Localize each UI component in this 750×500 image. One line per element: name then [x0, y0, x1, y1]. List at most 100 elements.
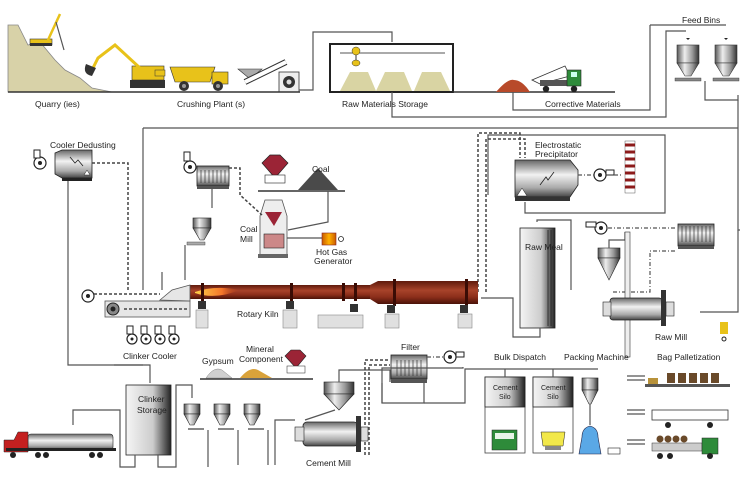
- flow-bins-down: [737, 100, 740, 231]
- coal-system: Coal Coal Mill Hot Gas Generator: [161, 151, 352, 290]
- flow-to-dispatch: [424, 368, 598, 404]
- flow-storage-to-bins: [391, 30, 686, 118]
- gypsum-pile: [205, 368, 233, 379]
- material-hook-icon: [720, 322, 728, 342]
- label-clinker-cooler: Clinker Cooler: [123, 351, 177, 361]
- excavator-icon: [84, 43, 166, 88]
- bulk-tanker-truck-icon: [3, 431, 116, 458]
- label-mineral-2: Component: [239, 354, 284, 364]
- coal-bin-icon: [186, 217, 212, 246]
- flow-to-raw-mill: [700, 230, 739, 313]
- clinker-storage: Clinker Storage: [125, 384, 172, 456]
- label-coal: Coal: [312, 164, 330, 174]
- cyclone-separator-icon: [597, 247, 621, 281]
- mineral-pile: [240, 369, 272, 378]
- coal-pile: [298, 168, 338, 190]
- raw-mill-filter-icon: [677, 223, 715, 249]
- label-corrective-materials: Corrective Materials: [545, 99, 621, 109]
- label-cement-silo-1b: Silo: [499, 394, 511, 401]
- tipper-truck-icon: [531, 65, 582, 93]
- raw-mill-fan-icon: [585, 221, 608, 235]
- cooler-fan-icon: [81, 289, 95, 303]
- packing-machine: [578, 377, 621, 455]
- coal-filter-icon: [196, 165, 230, 189]
- label-cement-silo-1a: Cement: [493, 385, 518, 392]
- label-raw-meal: Raw Meal: [525, 242, 563, 252]
- additive-bin-3: [243, 403, 264, 430]
- pallet-conveyor-2: [627, 409, 729, 428]
- label-clinker-storage-1: Clinker: [138, 394, 165, 404]
- label-coal-mill-2: Mill: [240, 234, 253, 244]
- cement-filter-icon: [390, 354, 428, 383]
- label-bulk-dispatch: Bulk Dispatch: [494, 352, 546, 362]
- additive-bin-1: [183, 403, 204, 430]
- cement-mill-icon: [294, 416, 369, 452]
- stacker-reclaimer-icon: [351, 46, 361, 67]
- stack-chimney-icon: [624, 140, 636, 194]
- label-quarry: Quarry (ies): [35, 99, 80, 109]
- label-hot-gas-1: Hot Gas: [316, 247, 347, 257]
- label-packing-machine: Packing Machine: [564, 352, 629, 362]
- clinker-cooler: Clinker Cooler: [81, 284, 191, 361]
- label-crushing-plant: Crushing Plant (s): [177, 99, 245, 109]
- bucket-elevator: [624, 231, 631, 358]
- cement-silo-2: Cement Silo: [532, 369, 574, 454]
- label-rotary-kiln: Rotary Kiln: [237, 309, 279, 319]
- mineral-hopper-icon: [284, 349, 307, 374]
- kiln-tyres: [201, 283, 293, 301]
- corrective-pile: [496, 79, 530, 92]
- raw-mill-icon: [602, 290, 675, 326]
- fan-icon: [33, 149, 47, 170]
- bulk-truck-green-icon: [491, 429, 518, 451]
- kiln-exhaust-duct: [485, 138, 526, 292]
- kiln-shell-narrow: [190, 285, 370, 299]
- label-cooler-dedusting: Cooler Dedusting: [50, 140, 116, 150]
- corrective-materials: Corrective Materials: [496, 65, 621, 109]
- quarry-section: Quarry (ies) Crushing Plant (s): [7, 13, 300, 109]
- flow-corrective-to-bins: [512, 25, 651, 111]
- coal-fan-icon: [183, 151, 197, 174]
- label-raw-materials-storage: Raw Materials Storage: [342, 99, 428, 109]
- coal-hopper-icon: [261, 154, 289, 184]
- stockpile-3: [414, 72, 450, 91]
- coal-mill-icon: [258, 199, 288, 258]
- label-cement-silo-2a: Cement: [541, 385, 566, 392]
- dedusting-filter-icon: [54, 149, 93, 181]
- label-feed-bins: Feed Bins: [682, 15, 720, 25]
- crusher-conveyor-icon: [237, 59, 300, 93]
- raw-mill-system: Raw Mill: [585, 221, 728, 358]
- label-cement-mill: Cement Mill: [306, 458, 351, 468]
- cement-filter-fan-icon: [443, 350, 465, 364]
- rotary-packer-icon: [578, 425, 602, 455]
- dump-truck-icon: [169, 66, 229, 91]
- esp-fan-icon: [593, 168, 615, 182]
- quarry-rock: [7, 24, 113, 93]
- kiln-flame: [195, 287, 240, 296]
- stockpile-1: [340, 72, 376, 91]
- gypsum-mineral-area: Gypsum Mineral Component: [200, 344, 313, 380]
- cement-mill-system: Filter Cement Mill: [274, 342, 465, 468]
- feed-bins: Feed Bins: [650, 15, 740, 101]
- electrostatic-precipitator: Electrostatic Precipitator: [487, 134, 666, 214]
- label-bag-palletization: Bag Palletization: [657, 352, 721, 362]
- raw-meal-silo: Raw Meal: [481, 219, 572, 338]
- clinker-breaker-icon: [106, 302, 120, 316]
- dust-duct-cooler: [92, 162, 129, 292]
- raw-materials-storage: Raw Materials Storage: [329, 43, 454, 109]
- rotary-kiln: Rotary Kiln: [190, 279, 478, 329]
- label-hot-gas-2: Generator: [314, 256, 352, 266]
- pallet-conveyor-1: [627, 373, 730, 387]
- label-filter: Filter: [401, 342, 420, 352]
- kiln-piers: [195, 309, 473, 329]
- label-esp-2: Precipitator: [535, 149, 578, 159]
- drill-rig-icon: [29, 13, 65, 51]
- label-esp-1: Electrostatic: [535, 140, 582, 150]
- flow-crusher-to-storage: [299, 31, 393, 91]
- separator-icon: [323, 381, 355, 411]
- hot-gas-generator-icon: [321, 232, 344, 246]
- bulk-truck-yellow-icon: [540, 431, 566, 450]
- cement-silo-1: Cement Silo: [484, 369, 526, 454]
- label-raw-mill: Raw Mill: [655, 332, 687, 342]
- kiln-shell-wide: [370, 281, 478, 304]
